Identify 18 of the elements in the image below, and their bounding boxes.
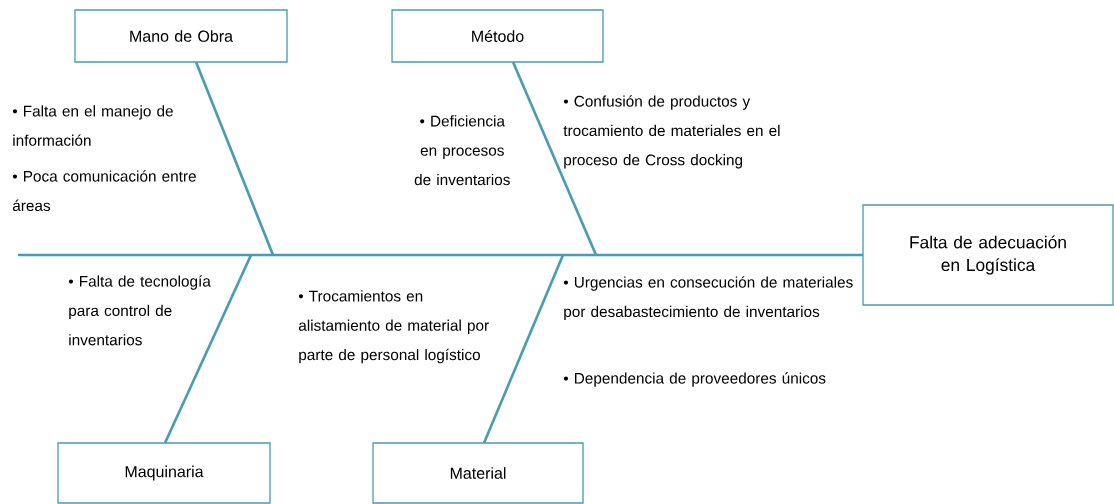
bullet-text: • Confusión de productos y trocamiento de materiales en el proceso de Cross docking xyxy=(563,95,780,169)
bullet-text: • Deficiencia en procesos de inventarios xyxy=(414,115,510,186)
bullet-text: • Falta de tecnología para control de inventarios xyxy=(68,275,211,346)
bone-line xyxy=(482,254,565,444)
bullet-text: • Urgencias en consecución de materiales por desabastecimiento de inventarios xyxy=(563,276,853,321)
spine-line xyxy=(18,253,863,257)
bullet-text: • Trocamientos en alistamiento de material por parte de personal logístico xyxy=(298,290,489,364)
category-box: Método xyxy=(391,9,604,63)
bullet-text: • Poca comunicación entre áreas xyxy=(12,170,196,212)
bullet-text: • Falta en el manejo de información xyxy=(12,105,173,146)
bullet-text: • Dependencia de proveedores únicos xyxy=(563,372,826,387)
category-box: Maquinaria xyxy=(57,442,271,504)
bone-line xyxy=(511,61,598,256)
category-box: Material xyxy=(372,442,584,504)
category-box: Mano de Obra xyxy=(74,9,288,63)
bone-line xyxy=(194,61,275,256)
effect-box: Falta de adecuación en Logística xyxy=(862,204,1114,306)
bone-line xyxy=(163,254,253,444)
